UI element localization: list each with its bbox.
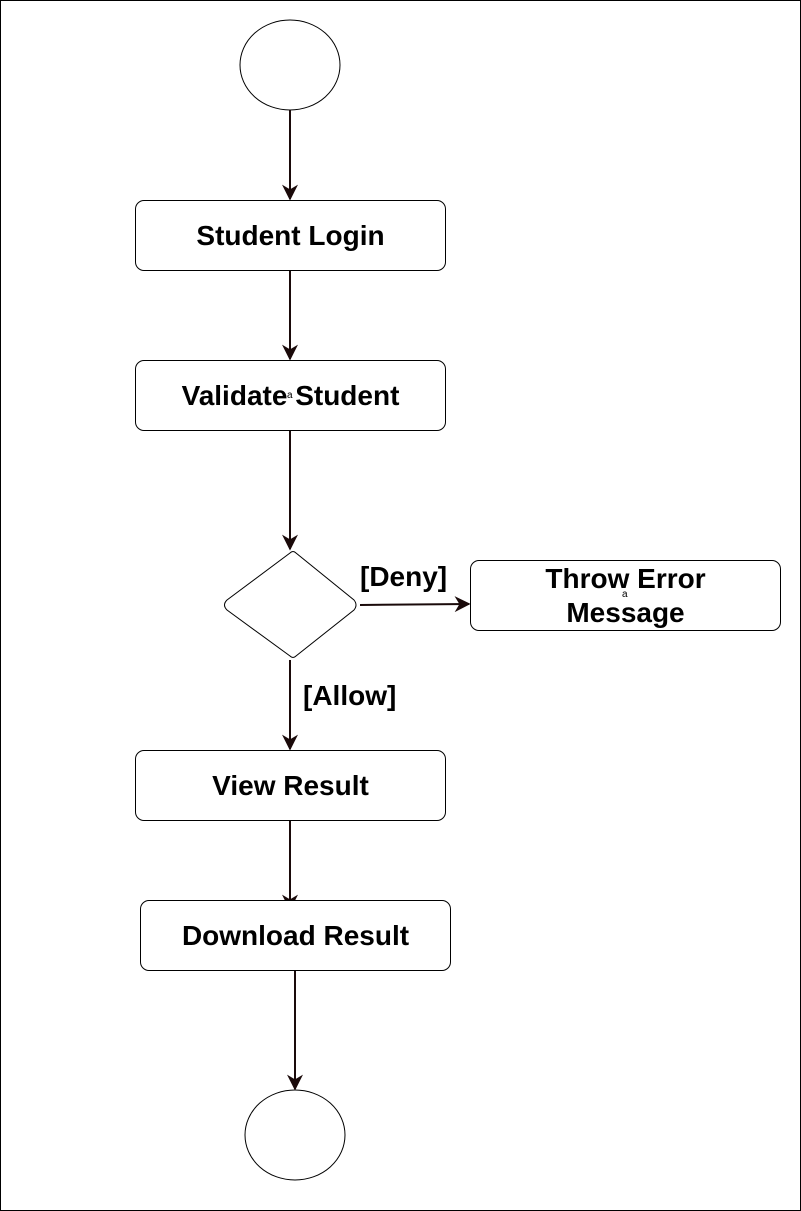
action-validate-student-label: Validate Student <box>181 379 400 411</box>
flow-decision-to-error <box>359 596 471 613</box>
guard-allow-label: [Allow] <box>303 680 397 711</box>
start-node <box>239 19 341 111</box>
error-stray-mark: a <box>622 589 628 600</box>
action-student-login[interactable]: Student Login <box>135 200 446 271</box>
action-throw-error-label-line1: Throw Error <box>545 562 706 594</box>
action-download-result[interactable]: Download Result <box>140 900 451 971</box>
action-view-result-label: View Result <box>212 769 369 801</box>
action-view-result[interactable]: View Result <box>135 750 446 821</box>
action-student-login-label: Student Login <box>196 219 385 251</box>
action-throw-error-message[interactable]: Throw Error Message a <box>470 560 781 631</box>
decision-node <box>224 551 357 658</box>
action-throw-error-label-line2: Message <box>566 596 685 628</box>
action-validate-student[interactable]: Validate Student a <box>135 360 446 431</box>
validate-stray-mark: a <box>287 390 293 401</box>
guard-deny-label: [Deny] <box>360 561 448 592</box>
action-download-result-label: Download Result <box>181 919 410 951</box>
end-node <box>244 1089 346 1181</box>
